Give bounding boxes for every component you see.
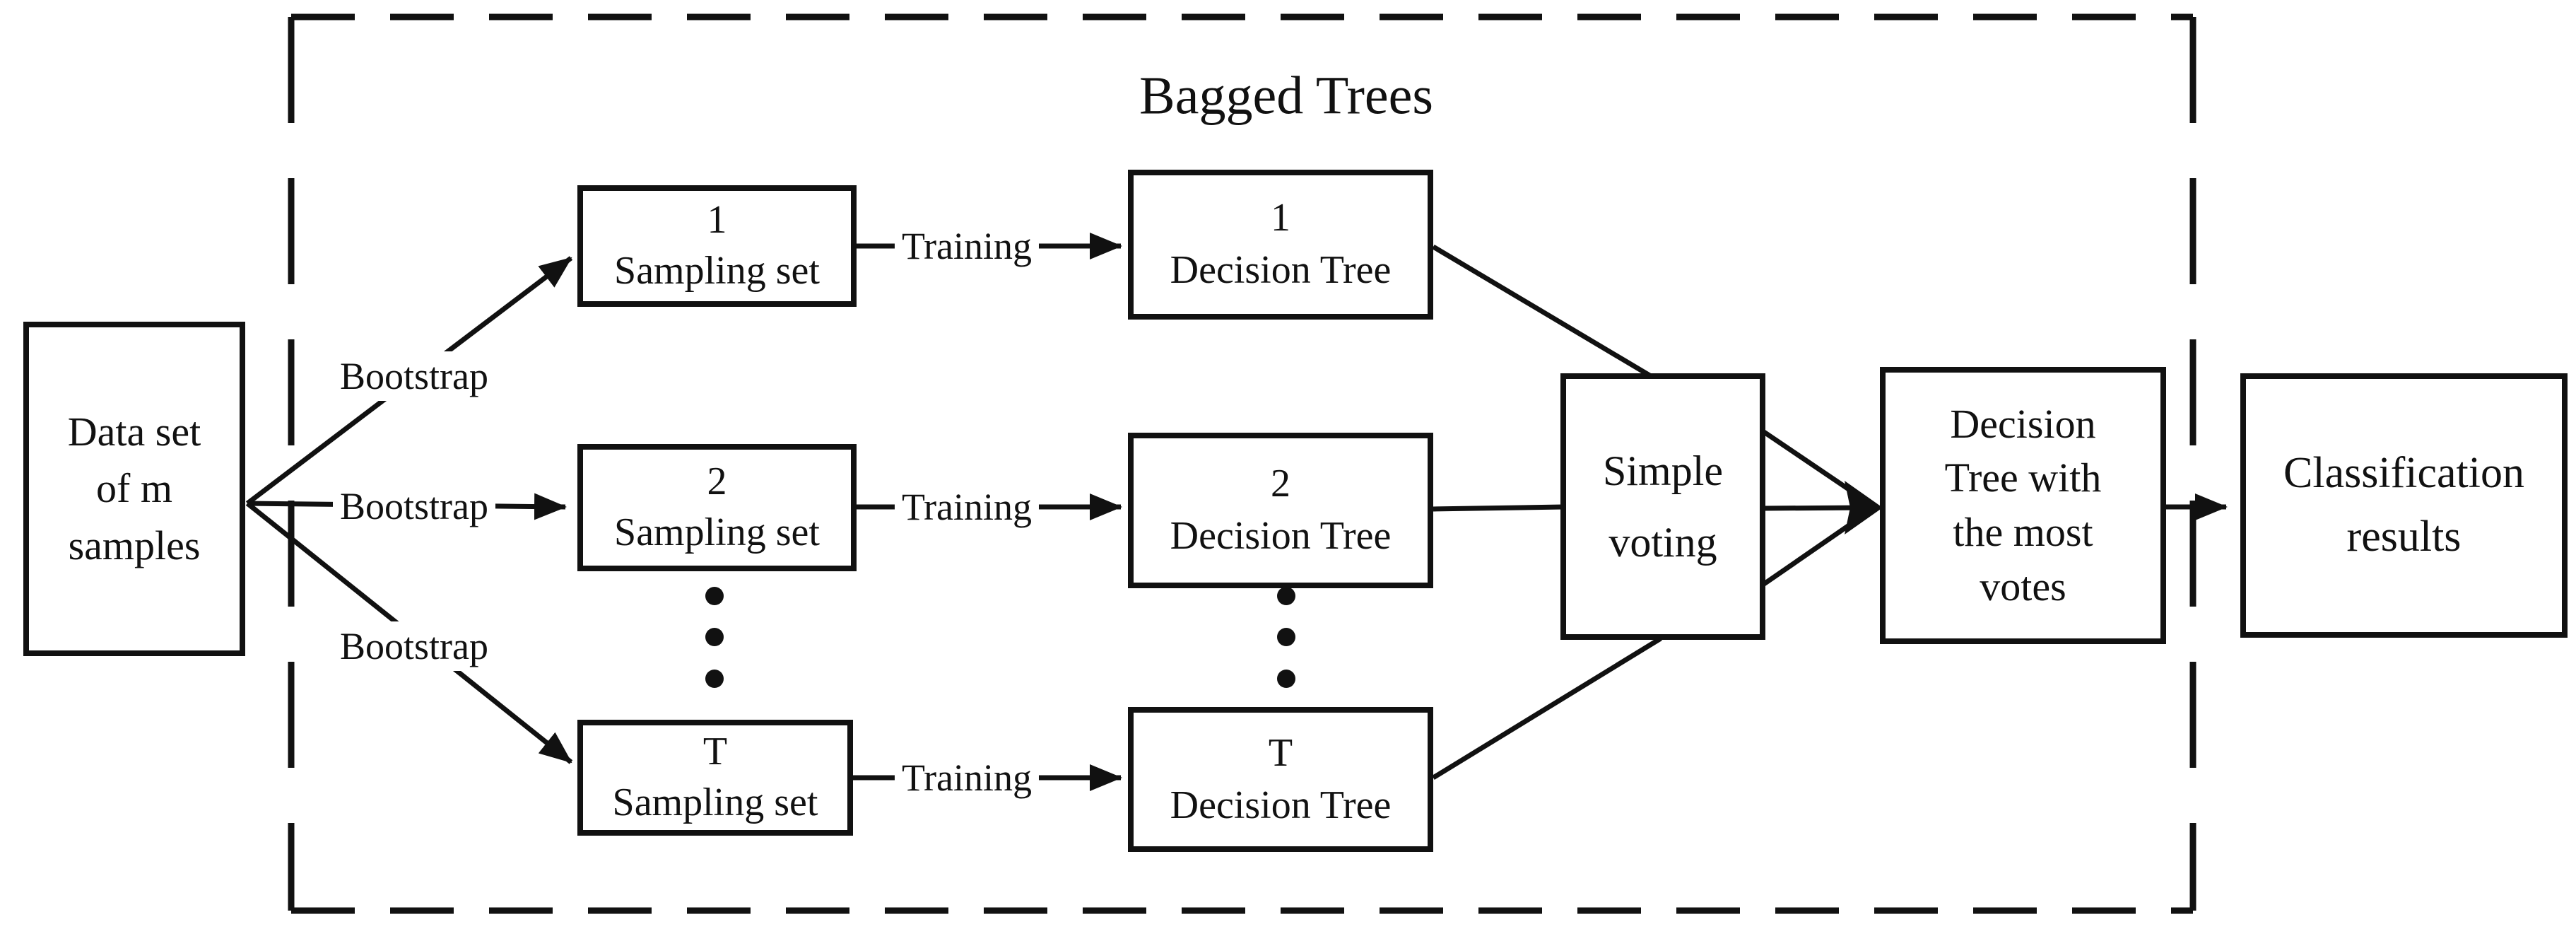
edge-treet-voting bbox=[1432, 636, 1662, 780]
ellipsis-dot bbox=[1277, 587, 1295, 605]
training-label-3: Training bbox=[894, 753, 1040, 802]
voting-to-best-edges bbox=[1763, 430, 1866, 586]
tree-to-voting-edges bbox=[1432, 244, 1662, 780]
training-label-1: Training bbox=[894, 221, 1040, 271]
bootstrap-label-1: Bootstrap bbox=[333, 351, 495, 401]
bagged-trees-title: Bagged Trees bbox=[1139, 66, 1433, 126]
most-votes-tree-node: Decision Tree with the most votes bbox=[1880, 367, 2166, 644]
decision-tree-1-node: 1 Decision Tree bbox=[1128, 170, 1433, 320]
sampling-set-t-node: T Sampling set bbox=[577, 720, 853, 836]
sampling-set-2-node: 2 Sampling set bbox=[577, 444, 857, 571]
classification-results-node: Classification results bbox=[2240, 373, 2568, 638]
bootstrap-label-2: Bootstrap bbox=[333, 481, 495, 531]
ellipsis-dot bbox=[705, 670, 724, 688]
training-label-2: Training bbox=[894, 482, 1040, 532]
ellipsis-dot bbox=[705, 587, 724, 605]
bootstrap-label-3: Bootstrap bbox=[333, 621, 495, 671]
merge-arrowhead bbox=[1845, 481, 1883, 534]
sampling-set-1-node: 1 Sampling set bbox=[577, 185, 857, 307]
decision-tree-2-node: 2 Decision Tree bbox=[1128, 433, 1433, 588]
ellipsis-dot bbox=[705, 628, 724, 646]
dataset-node: Data set of m samples bbox=[23, 322, 245, 656]
bagged-trees-dashed-border bbox=[288, 13, 2196, 914]
ellipsis-dots bbox=[705, 587, 1295, 688]
ellipsis-dot bbox=[1277, 670, 1295, 688]
simple-voting-node: Simple voting bbox=[1560, 373, 1765, 640]
edge-tree2-voting bbox=[1433, 504, 1564, 512]
decision-tree-t-node: T Decision Tree bbox=[1128, 707, 1433, 852]
ellipsis-dot bbox=[1277, 628, 1295, 646]
edge-tree1-voting bbox=[1432, 244, 1652, 379]
